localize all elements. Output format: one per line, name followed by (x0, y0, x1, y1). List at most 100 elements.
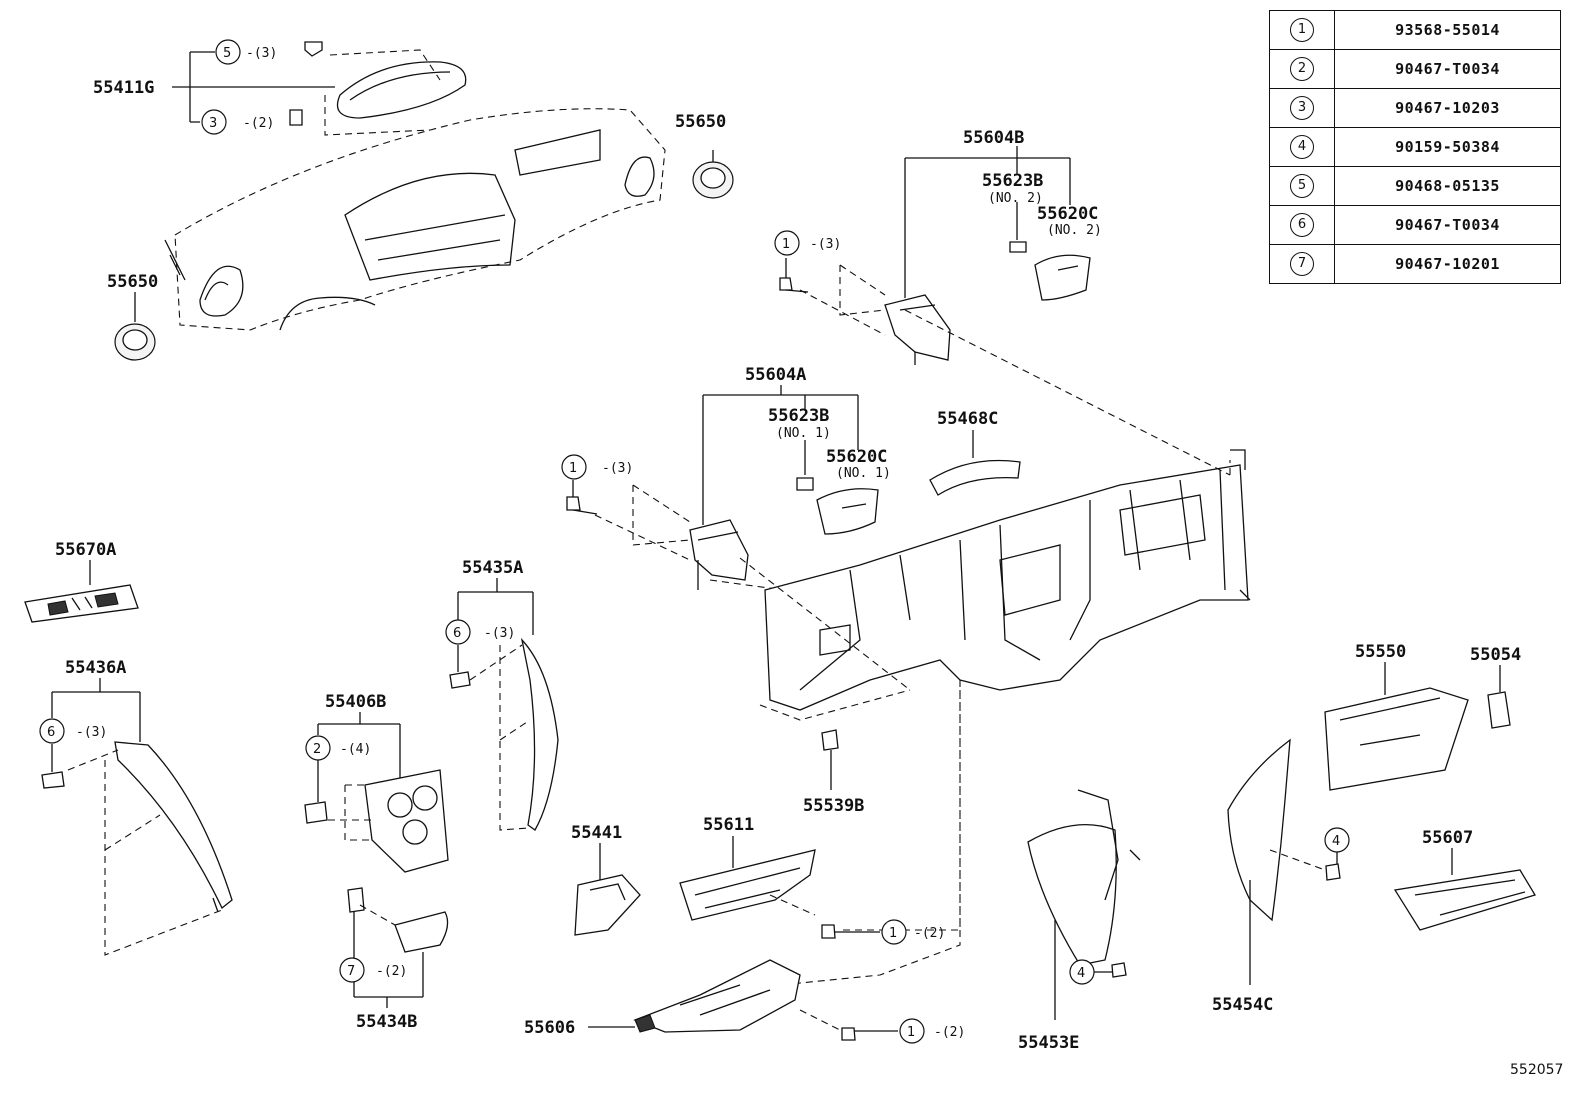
svg-text:5: 5 (223, 46, 231, 61)
legend-row: 3 90467-10203 (1269, 88, 1561, 128)
callout-4-453: 4 (1069, 959, 1095, 985)
label-55604B: 55604B (963, 128, 1024, 148)
callout-6-435: 6 -(3) (445, 619, 515, 645)
svg-text:-(3): -(3) (76, 725, 107, 740)
svg-text:1: 1 (889, 926, 897, 941)
clip-55623B-no1 (796, 477, 814, 491)
label-55054: 55054 (1470, 645, 1521, 665)
instrument-panel-frame (764, 449, 1251, 711)
cluster-bezel-55411G (289, 41, 467, 136)
label-55604A: 55604A (745, 365, 806, 385)
svg-text:-(3): -(3) (602, 461, 633, 476)
label-55468C: 55468C (937, 409, 998, 429)
legend-part-number: 90159-50384 (1334, 127, 1561, 167)
label-55650-left: 55650 (107, 272, 158, 292)
screw-4-454 (1325, 852, 1341, 881)
label-55607: 55607 (1422, 828, 1473, 848)
label-55434B: 55434B (356, 1012, 417, 1032)
label-55623B-no1: 55623B (768, 406, 829, 426)
center-cluster-55406B (364, 769, 449, 873)
svg-text:-(2): -(2) (243, 116, 274, 131)
svg-text:3: 3 (209, 116, 217, 131)
svg-text:6: 6 (453, 626, 461, 641)
sublabel-no2-a: (NO. 2) (988, 191, 1043, 206)
svg-text:-(2): -(2) (934, 1025, 965, 1040)
legend-row: 4 90159-50384 (1269, 127, 1561, 167)
screw-1-b (779, 258, 809, 293)
legend-part-number: 90467-T0034 (1334, 205, 1561, 245)
duct-55604A (689, 519, 749, 590)
bracket-55607 (1393, 869, 1536, 931)
svg-text:1: 1 (782, 237, 790, 252)
svg-text:4: 4 (1332, 834, 1340, 849)
label-55620C-no2: 55620C (1037, 204, 1098, 224)
legend-part-number: 90467-T0034 (1334, 49, 1561, 89)
legend-circle-number: 7 (1290, 252, 1314, 276)
svg-text:-(3): -(3) (810, 237, 841, 252)
legend-circle-number: 3 (1290, 96, 1314, 120)
legend-circle-number: 4 (1290, 135, 1314, 159)
legend-row: 6 90467-T0034 (1269, 205, 1561, 245)
legend-row: 2 90467-T0034 (1269, 49, 1561, 89)
clip-7-434 (347, 887, 365, 913)
callout-1-606: 1 -(2) (899, 1018, 965, 1044)
side-vent-55650-right (692, 150, 734, 199)
garnish-55434B (394, 911, 449, 953)
svg-text:6: 6 (47, 725, 55, 740)
duct-55604B (884, 294, 951, 365)
legend-part-number: 93568-55014 (1334, 10, 1561, 50)
label-55453E: 55453E (1018, 1033, 1079, 1053)
legend-part-number: 90468-05135 (1334, 166, 1561, 206)
screw-1-611 (821, 924, 880, 939)
svg-text:-(3): -(3) (484, 626, 515, 641)
svg-text:2: 2 (313, 742, 321, 757)
callout-4-454: 4 (1324, 827, 1350, 853)
pillar-garnish-55435A (520, 637, 559, 831)
clip-6-436 (41, 744, 65, 789)
label-55454C: 55454C (1212, 995, 1273, 1015)
label-55435A: 55435A (462, 558, 523, 578)
callout-1-611: 1 -(2) (881, 919, 945, 945)
svg-text:7: 7 (347, 964, 355, 979)
legend-circle-number: 2 (1290, 57, 1314, 81)
legend-circle-number: 6 (1290, 213, 1314, 237)
clip-2-406 (304, 760, 328, 824)
label-55539B: 55539B (803, 796, 864, 816)
label-55550: 55550 (1355, 642, 1406, 662)
dashboard-panel-illustration (164, 108, 666, 331)
screw-1-606 (841, 1027, 898, 1041)
callout-3-top: 3 -(2) (201, 109, 274, 135)
side-cover-55454C (1227, 738, 1291, 922)
sublabel-no2-b: (NO. 2) (1047, 223, 1102, 238)
switch-panel-55670A (24, 584, 139, 623)
legend-table: 1 93568-55014 2 90467-T0034 3 90467-1020… (1269, 10, 1561, 284)
legend-part-number: 90467-10203 (1334, 88, 1561, 128)
pillar-garnish-55436A (114, 741, 233, 913)
lower-panel-55611 (679, 849, 816, 921)
clip-55623B-no2 (1009, 241, 1027, 253)
callout-1-b: 1 -(3) (774, 230, 841, 256)
sublabel-no1-b: (NO. 1) (836, 466, 891, 481)
brace-55606 (633, 959, 801, 1033)
defroster-nozzle-55468C (929, 459, 1021, 496)
diagram-id: 552057 (1510, 1062, 1564, 1078)
screw-4-453 (1094, 962, 1127, 978)
lower-cover-55453E (1027, 789, 1141, 966)
svg-text:-(4): -(4) (340, 742, 371, 757)
legend-part-number: 90467-10201 (1334, 244, 1561, 284)
label-55436A: 55436A (65, 658, 126, 678)
pocket-55441 (574, 874, 641, 936)
svg-text:1: 1 (907, 1025, 915, 1040)
svg-text:4: 4 (1077, 966, 1085, 981)
register-55620C-no1 (816, 488, 879, 535)
legend-circle-number: 5 (1290, 174, 1314, 198)
label-55441: 55441 (571, 823, 622, 843)
callout-1-a: 1 -(3) (561, 454, 633, 480)
label-55406B: 55406B (325, 692, 386, 712)
label-55623B-no2: 55623B (982, 171, 1043, 191)
svg-text:-(2): -(2) (376, 964, 407, 979)
callout-2-406: 2 -(4) (305, 735, 371, 761)
label-55650-top: 55650 (675, 112, 726, 132)
svg-text:-(2): -(2) (914, 926, 945, 941)
glove-box-55550 (1324, 687, 1469, 791)
